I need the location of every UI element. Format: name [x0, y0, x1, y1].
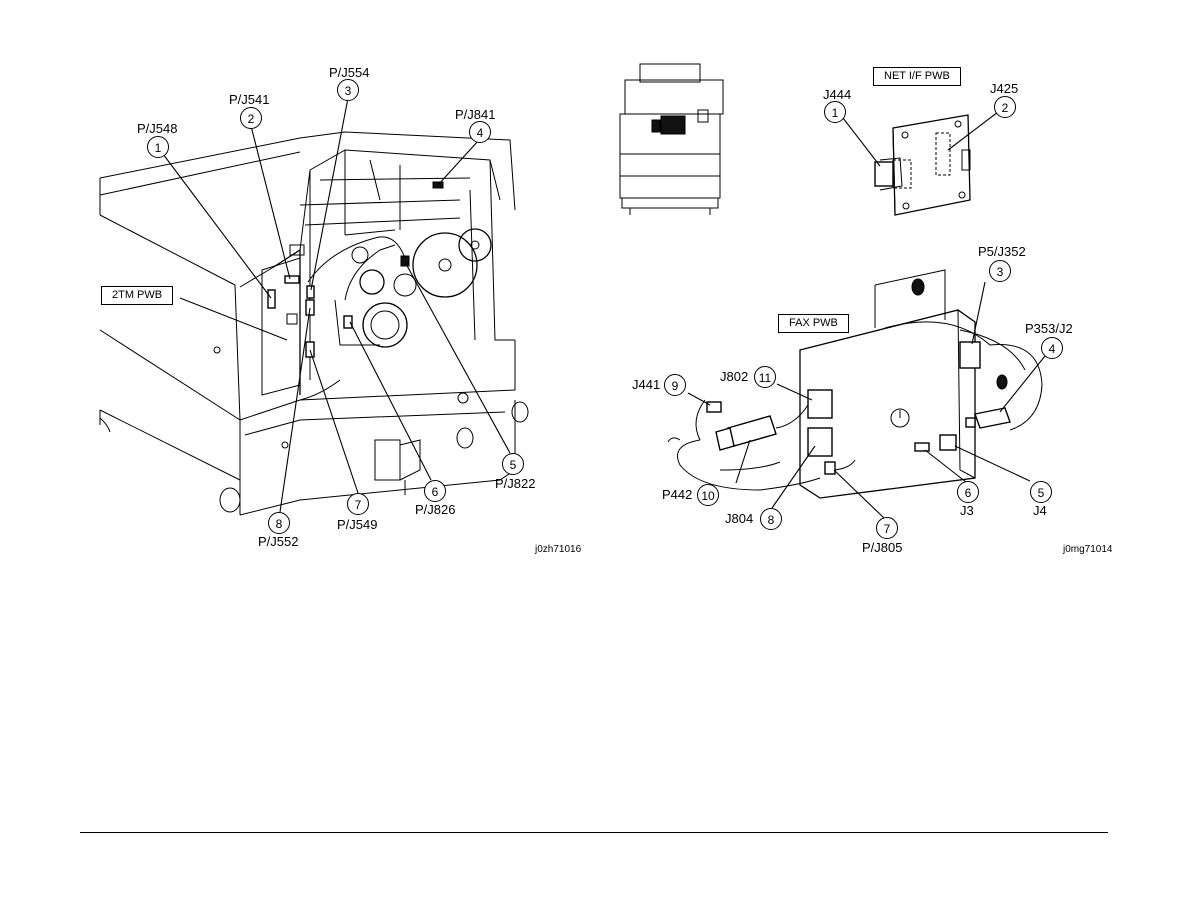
- callout-1-left: 1: [147, 136, 169, 158]
- callout-6-left: 6: [424, 480, 446, 502]
- label-p442: P442: [662, 487, 693, 502]
- callout-9-right: 9: [664, 374, 686, 396]
- label-p-j841: P/J841: [455, 107, 496, 122]
- label-p-j548: P/J548: [137, 121, 178, 136]
- fax-pwb-drawing: [667, 269, 1046, 519]
- callout-1-right: 1: [824, 101, 846, 123]
- label-p-j805: P/J805: [862, 540, 903, 555]
- callout-6-right: 6: [957, 481, 979, 503]
- callout-7-right: 7: [876, 517, 898, 539]
- label-j425: J425: [990, 81, 1019, 96]
- label-p-j541: P/J541: [229, 92, 270, 107]
- callout-8-left: 8: [268, 512, 290, 534]
- callout-8-right: 8: [760, 508, 782, 530]
- callout-5-left: 5: [502, 453, 524, 475]
- label-j4: J4: [1033, 503, 1047, 518]
- label-p5-j352: P5/J352: [978, 244, 1026, 259]
- board-label-2tm-pwb: 2TM PWB: [101, 286, 174, 305]
- label-j444: J444: [823, 87, 852, 102]
- callout-2-right: 2: [994, 96, 1016, 118]
- left-leader-lines: [162, 97, 511, 513]
- left-machine-drawing: [99, 131, 529, 516]
- label-p-j549: P/J549: [337, 517, 378, 532]
- label-p353-j2: P353/J2: [1025, 321, 1073, 336]
- label-j441: J441: [632, 377, 661, 392]
- callout-4-left: 4: [469, 121, 491, 143]
- label-p-j822: P/J822: [495, 476, 536, 491]
- callout-11-right: 11: [754, 366, 776, 388]
- machine-location-thumbnail: [619, 63, 724, 215]
- callout-10-right: 10: [697, 484, 719, 506]
- callout-3-right: 3: [989, 260, 1011, 282]
- label-j802: J802: [720, 369, 749, 384]
- footer-divider: [80, 832, 1108, 833]
- board-label-net-if-pwb: NET I/F PWB: [873, 67, 961, 86]
- callout-7-left: 7: [347, 493, 369, 515]
- callout-5-right: 5: [1030, 481, 1052, 503]
- callout-4-right: 4: [1041, 337, 1063, 359]
- net-if-pwb-drawing: [842, 111, 999, 216]
- label-p-j552: P/J552: [258, 534, 299, 549]
- label-p-j554: P/J554: [329, 65, 370, 80]
- label-j804: J804: [725, 511, 754, 526]
- board-label-fax-pwb: FAX PWB: [778, 314, 849, 333]
- callout-3-left: 3: [337, 79, 359, 101]
- figure-id-right: j0mg71014: [1063, 544, 1113, 555]
- figure-id-left: j0zh71016: [535, 544, 582, 555]
- callout-2-left: 2: [240, 107, 262, 129]
- label-j3: J3: [960, 503, 974, 518]
- label-p-j826: P/J826: [415, 502, 456, 517]
